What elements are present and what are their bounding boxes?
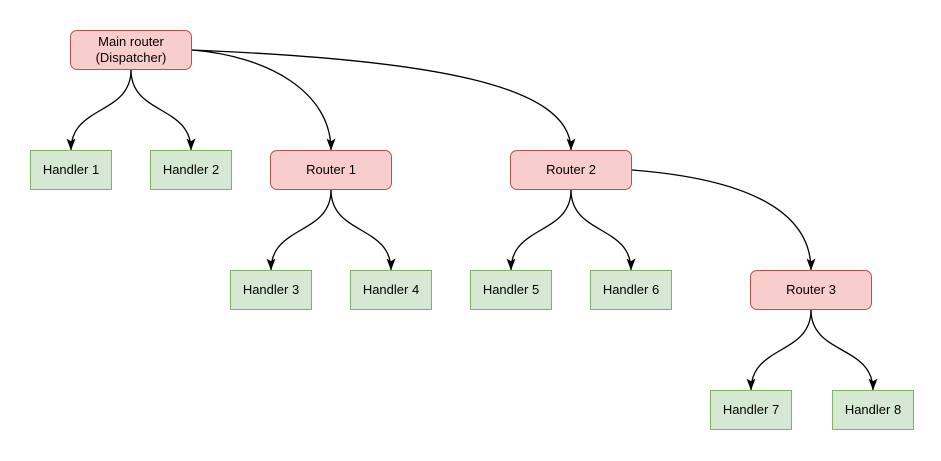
- edge-router-2-to-router-3: [631, 169, 816, 271]
- edge-router-1-to-handler-4: [330, 189, 396, 271]
- node-main-router-label-line-2: (Dispatcher): [95, 50, 167, 65]
- node-handler-1-label: Handler 1: [42, 161, 100, 177]
- node-handler-8-label: Handler 8: [844, 401, 902, 417]
- node-handler-2-label: Handler 2: [162, 161, 220, 177]
- node-router-2: Router 2: [510, 150, 632, 190]
- node-handler-3-label: Handler 3: [242, 281, 300, 297]
- node-handler-7-label: Handler 7: [722, 401, 780, 417]
- edge-router-2-to-handler-5: [506, 189, 572, 271]
- node-handler-5: Handler 5: [470, 270, 552, 310]
- edge-main-router-to-router-2: [191, 49, 576, 151]
- node-handler-6-label: Handler 6: [602, 281, 660, 297]
- node-router-3-label: Router 3: [786, 281, 836, 297]
- node-router-1: Router 1: [270, 150, 392, 190]
- node-handler-6: Handler 6: [590, 270, 672, 310]
- edge-main-router-to-handler-1: [66, 69, 132, 151]
- node-handler-4-label: Handler 4: [362, 281, 420, 297]
- edge-router-1-to-handler-3: [266, 189, 332, 271]
- edge-router-3-to-handler-8: [810, 309, 878, 391]
- node-handler-2: Handler 2: [150, 150, 232, 190]
- node-router-1-label: Router 1: [306, 161, 356, 177]
- node-main-router-label: Main router (Dispatcher): [96, 34, 167, 67]
- edge-main-router-to-handler-2: [130, 69, 196, 151]
- node-handler-8: Handler 8: [832, 390, 914, 430]
- node-main-router-label-line-1: Main router: [98, 33, 164, 49]
- node-handler-1: Handler 1: [30, 150, 112, 190]
- edge-main-router-to-router-1: [191, 49, 336, 151]
- node-handler-5-label: Handler 5: [482, 281, 540, 297]
- edge-router-3-to-handler-7: [746, 309, 812, 391]
- node-handler-3: Handler 3: [230, 270, 312, 310]
- node-router-2-label: Router 2: [546, 161, 596, 177]
- node-handler-4: Handler 4: [350, 270, 432, 310]
- node-router-3: Router 3: [750, 270, 872, 310]
- node-main-router: Main router (Dispatcher): [70, 30, 192, 70]
- node-handler-7: Handler 7: [710, 390, 792, 430]
- edge-router-2-to-handler-6: [570, 189, 636, 271]
